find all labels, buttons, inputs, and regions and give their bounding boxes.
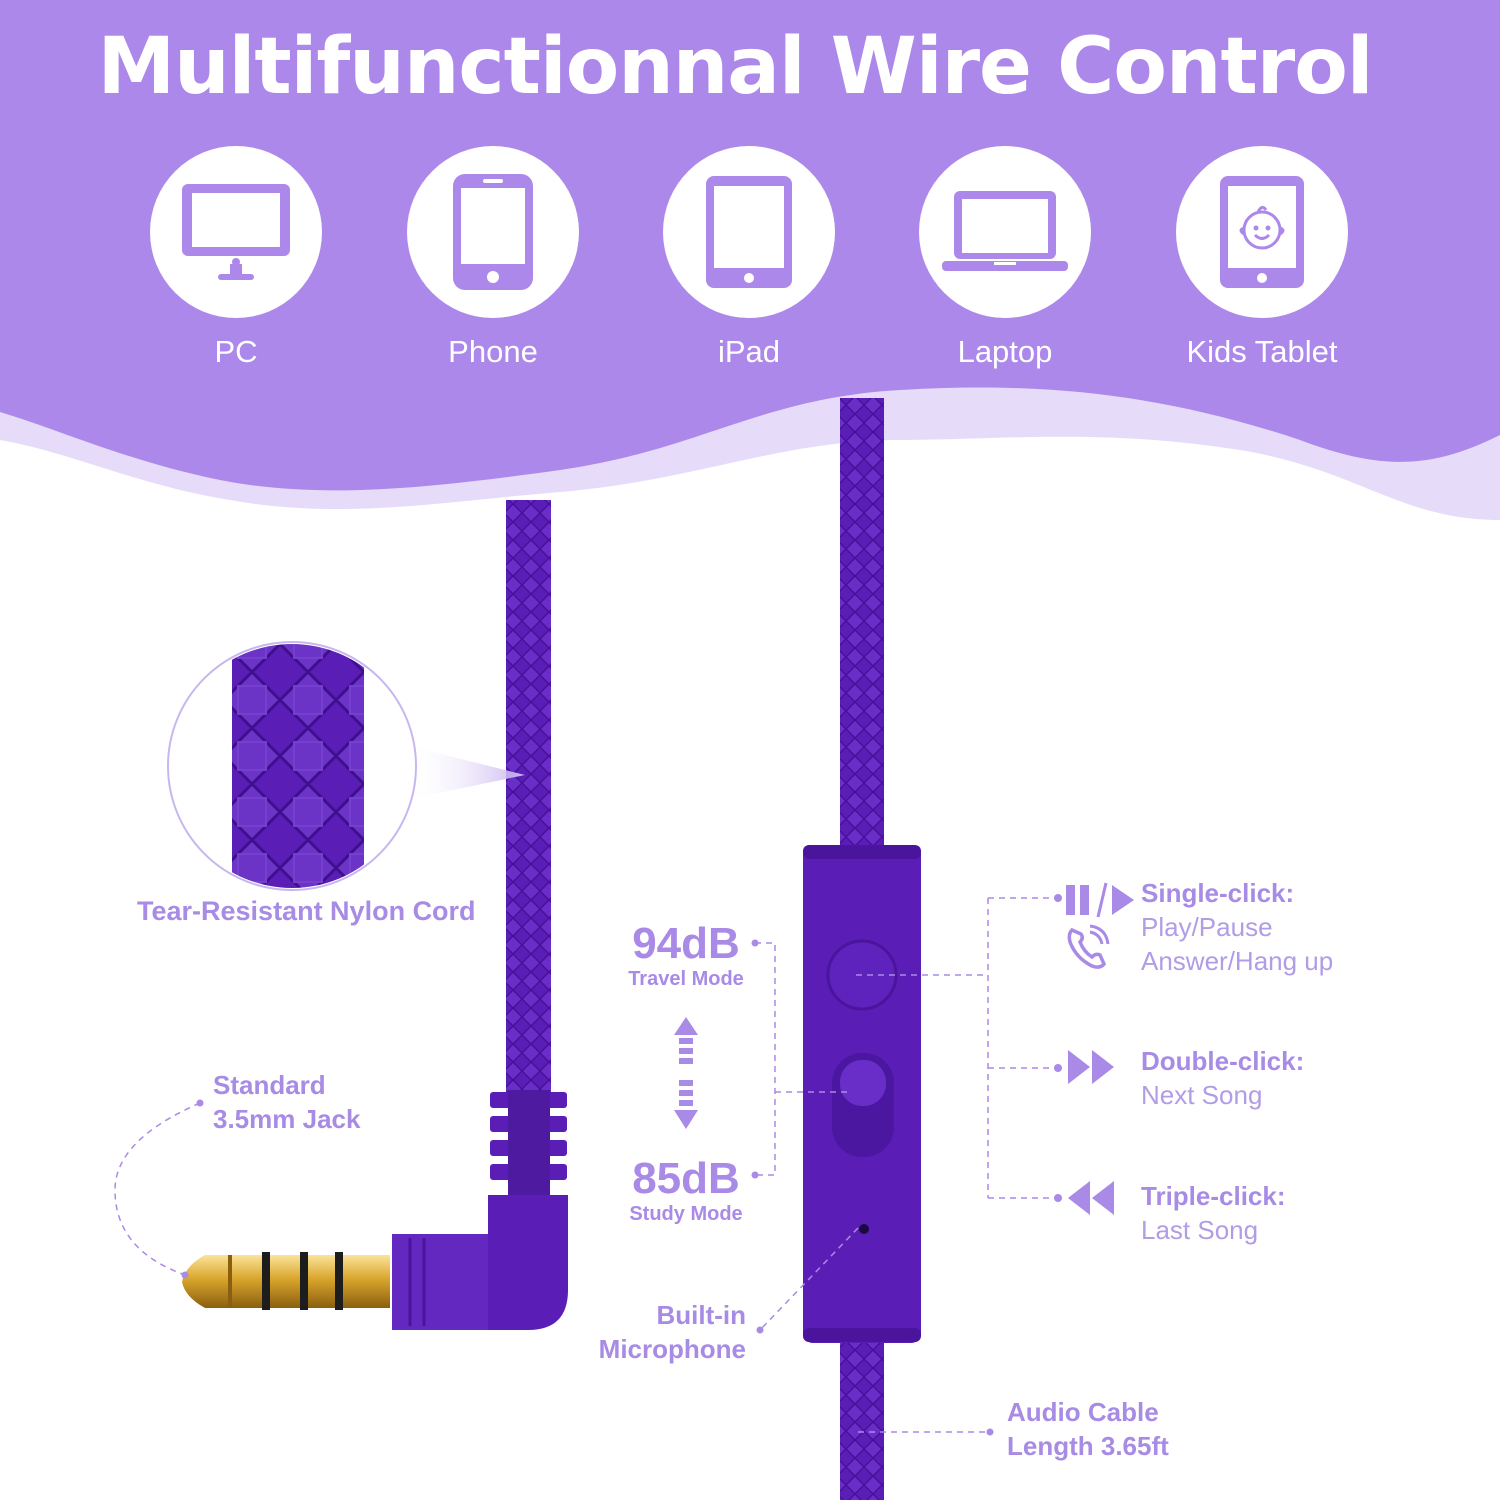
kids-tablet-icon: [1220, 176, 1304, 288]
device-phone: Phone: [405, 146, 581, 370]
tablet-icon: [706, 176, 792, 288]
device-label-kids-tablet: Kids Tablet: [1186, 334, 1338, 369]
device-kids-tablet: Kids Tablet: [1174, 146, 1350, 370]
device-laptop: Laptop: [917, 146, 1093, 370]
microphone-label: Built-in Microphone: [598, 1300, 746, 1364]
jack-label: Standard 3.5mm Jack: [213, 1070, 361, 1134]
volume-low-mode: Study Mode: [629, 1203, 743, 1225]
page-title: Multifunctionnal Wire Control: [97, 22, 1373, 112]
device-label-laptop: Laptop: [957, 334, 1053, 369]
phone-call-icon: [1067, 924, 1110, 969]
device-pc: PC: [148, 146, 324, 370]
control-triple-click: Triple-click: Last Song: [1141, 1181, 1286, 1245]
play-pause-icon: [1066, 882, 1134, 918]
volume-low: 85dB Study Mode: [606, 1155, 766, 1226]
device-label-ipad: iPad: [717, 334, 781, 369]
cable-length-label: Audio Cable Length 3.65ft: [1007, 1397, 1169, 1461]
volume-high-value: 94dB: [632, 919, 740, 968]
rewind-icon: [1068, 1181, 1114, 1215]
device-label-pc: PC: [214, 334, 258, 369]
phone-icon: [453, 174, 533, 290]
monitor-icon: [182, 184, 290, 280]
fast-forward-icon: [1068, 1050, 1114, 1084]
control-double-click: Double-click: Next Song: [1141, 1046, 1305, 1110]
device-ipad: iPad: [661, 146, 837, 370]
laptop-icon: [942, 191, 1068, 271]
cord-label: Tear-Resistant Nylon Cord: [137, 896, 476, 926]
device-label-phone: Phone: [448, 334, 538, 369]
control-single-click: Single-click: Play/Pause Answer/Hang up: [1141, 878, 1334, 976]
volume-high-mode: Travel Mode: [628, 968, 744, 990]
volume-high: 94dB Travel Mode: [606, 920, 766, 991]
volume-low-value: 85dB: [632, 1154, 740, 1203]
